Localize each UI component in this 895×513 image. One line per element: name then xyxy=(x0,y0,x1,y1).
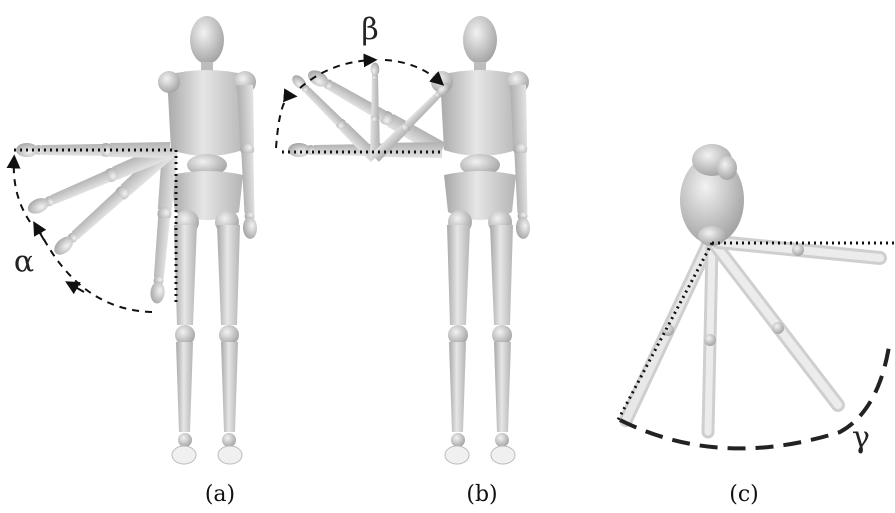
angle-alpha-label: α xyxy=(13,244,35,280)
angle-arc-c xyxy=(619,339,892,451)
arm-positions-a xyxy=(16,142,178,305)
angle-arc-a xyxy=(39,231,153,313)
angle-beta-label: β xyxy=(361,12,379,48)
caption-c: (c) xyxy=(729,482,759,507)
caption-b: (b) xyxy=(466,482,498,507)
panel-a xyxy=(6,15,259,465)
mannequin-top-view xyxy=(619,144,887,439)
panel-b xyxy=(275,15,532,465)
angle-arc-a-upper xyxy=(6,154,31,223)
angle-arc-b-top xyxy=(299,53,378,89)
angle-arc-b xyxy=(275,88,298,149)
panel-c xyxy=(616,144,895,451)
angle-arc-b-right xyxy=(384,59,445,86)
angle-gamma-label: γ xyxy=(852,420,870,456)
arrow-a-2 xyxy=(33,221,47,241)
mannequin-a xyxy=(157,15,259,465)
arrow-a-1 xyxy=(65,281,85,295)
caption-a: (a) xyxy=(204,482,236,507)
